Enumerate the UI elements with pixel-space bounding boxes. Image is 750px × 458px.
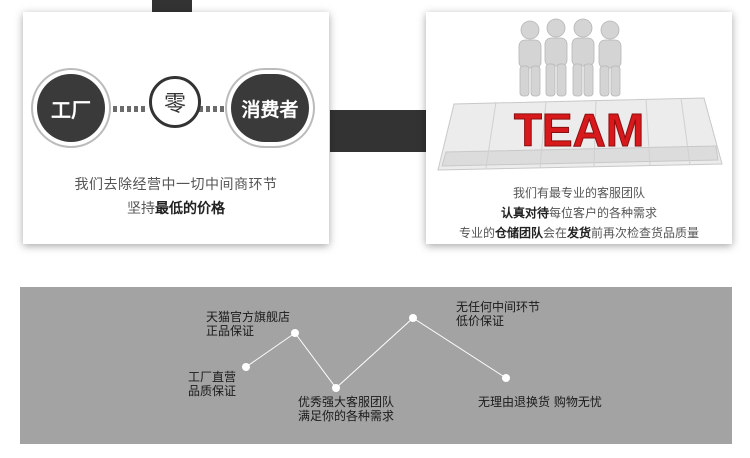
timeline-node xyxy=(409,314,417,322)
timeline-item-no-middleman: 无任何中间环节 低价保证 xyxy=(456,300,541,328)
timeline-node xyxy=(291,329,299,337)
team-line-2-strong: 认真对待 xyxy=(500,206,549,220)
dashed-connector xyxy=(113,106,147,112)
timeline-item-service: 优秀强大客服团队 满足你的各种需求 xyxy=(298,395,395,423)
connector-bar-middle xyxy=(330,110,426,152)
price-slogan-strong: 最低的价格 xyxy=(155,201,225,217)
price-description: 我们去除经营中一切中间商环节 xyxy=(74,177,278,193)
team-line-2: 认真对待每位客户的各种需求 xyxy=(500,206,658,220)
timeline-node xyxy=(242,363,250,371)
dashed-connector xyxy=(199,106,229,112)
price-slogan: 坚持最低的价格 xyxy=(127,201,225,217)
timeline-node xyxy=(502,374,510,382)
zero-badge: 零 xyxy=(149,76,201,128)
team-line-3: 专业的仓储团队会在发货前再次检查货品质量 xyxy=(458,226,700,240)
team-word: TEAM xyxy=(514,104,644,156)
benefits-timeline: 工厂直营 品质保证 天猫官方旗舰店 正品保证 优秀强大客服团队 满足你的各种需求… xyxy=(20,287,732,444)
supply-flow-diagram: 工厂 零 消费者 xyxy=(23,68,329,148)
timeline-line xyxy=(242,314,510,392)
timeline-item-returns: 无理由退换货 购物无忧 xyxy=(478,395,602,409)
consumer-badge: 消费者 xyxy=(231,74,309,142)
timeline-node xyxy=(332,384,340,392)
team-line-1: 我们有最专业的客服团队 xyxy=(512,186,645,200)
team-figures xyxy=(518,18,622,97)
factory-badge: 工厂 xyxy=(37,74,105,142)
connector-bar-top xyxy=(152,0,192,14)
team-card: TEAM 我们有最专业的客服团队 认真对待每位客户的各种需求 专业的仓储团队会在… xyxy=(426,12,732,244)
timeline-item-factory: 工厂直营 品质保证 xyxy=(188,370,237,398)
team-illustration: TEAM xyxy=(437,18,723,171)
price-card: 工厂 零 消费者 我们去除经营中一切中间商环节 坚持最低的价格 xyxy=(23,12,329,244)
timeline-item-tmall: 天猫官方旗舰店 正品保证 xyxy=(206,310,291,338)
